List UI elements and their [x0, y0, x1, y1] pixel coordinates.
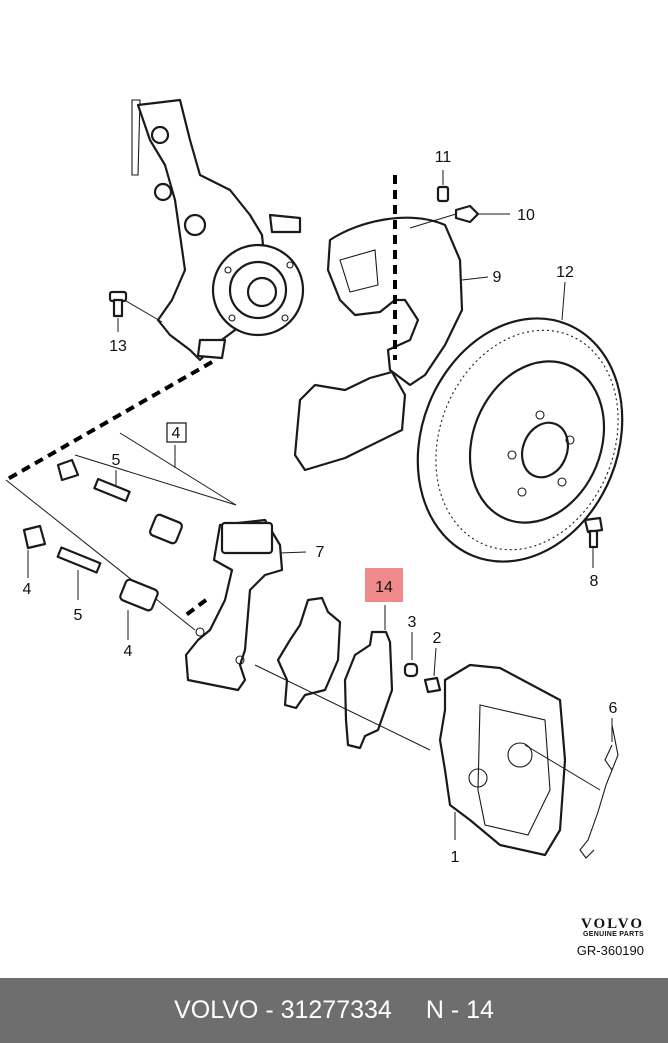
callout-7: 7	[316, 544, 325, 561]
brake-pad-inner	[343, 630, 394, 750]
cap-3-bleeder-2	[403, 632, 442, 694]
callout-4-boxed: 4	[172, 425, 181, 442]
bolt-10-washer-11	[409, 170, 510, 229]
brand-tagline: GENUINE PARTS	[583, 931, 644, 938]
bolt-13	[108, 290, 163, 332]
brake-disc	[416, 281, 624, 563]
volvo-logo: VOLVO	[580, 916, 644, 932]
brake-assembly-diagram: 1 2 3 4 4 4 5 5 6 7 8 9 10 11 12 13 14	[5, 98, 624, 866]
guide-pin-set-lower	[22, 524, 159, 640]
footer-bar: VOLVO - 31277334 N - 14	[0, 978, 668, 1043]
caliper-carrier	[184, 518, 307, 692]
footer-part-number: VOLVO - 31277334	[174, 996, 392, 1024]
callout-14: 14	[375, 579, 393, 596]
splash-shield	[293, 216, 489, 472]
brake-caliper	[438, 663, 567, 857]
callout-10: 10	[517, 207, 535, 224]
callout-labels: 1 2 3 4 4 4 5 5 6 7 8 9 10 11 12 13 14	[23, 149, 618, 866]
callout-2: 2	[433, 630, 442, 647]
callout-4-lower: 4	[124, 643, 133, 660]
pad-leaders	[254, 605, 431, 751]
steering-knuckle	[131, 98, 305, 362]
callout-14-highlight	[365, 568, 403, 602]
callout-12: 12	[556, 264, 574, 281]
callout-4-group	[166, 422, 187, 443]
brand-block: VOLVO GENUINE PARTS GR-360190	[577, 916, 644, 958]
callout-13: 13	[109, 338, 127, 355]
callout-11: 11	[435, 149, 452, 166]
callout-9: 9	[493, 269, 502, 286]
callout-5-upper: 5	[112, 452, 121, 469]
callout-5-lower: 5	[74, 607, 83, 624]
guide-pin-set-upper	[56, 458, 183, 545]
callout-1: 1	[451, 849, 460, 866]
footer-position: N - 14	[425, 996, 494, 1024]
callout-3: 3	[408, 614, 417, 631]
callout-4-left: 4	[23, 581, 32, 598]
brake-pad-outer	[276, 596, 342, 710]
diagram-reference: GR-360190	[576, 943, 644, 958]
callout-8: 8	[590, 573, 599, 590]
screw-8	[583, 516, 604, 568]
spring-clip	[524, 718, 619, 859]
callout-6: 6	[609, 700, 618, 717]
group-dash-lines	[5, 175, 397, 631]
